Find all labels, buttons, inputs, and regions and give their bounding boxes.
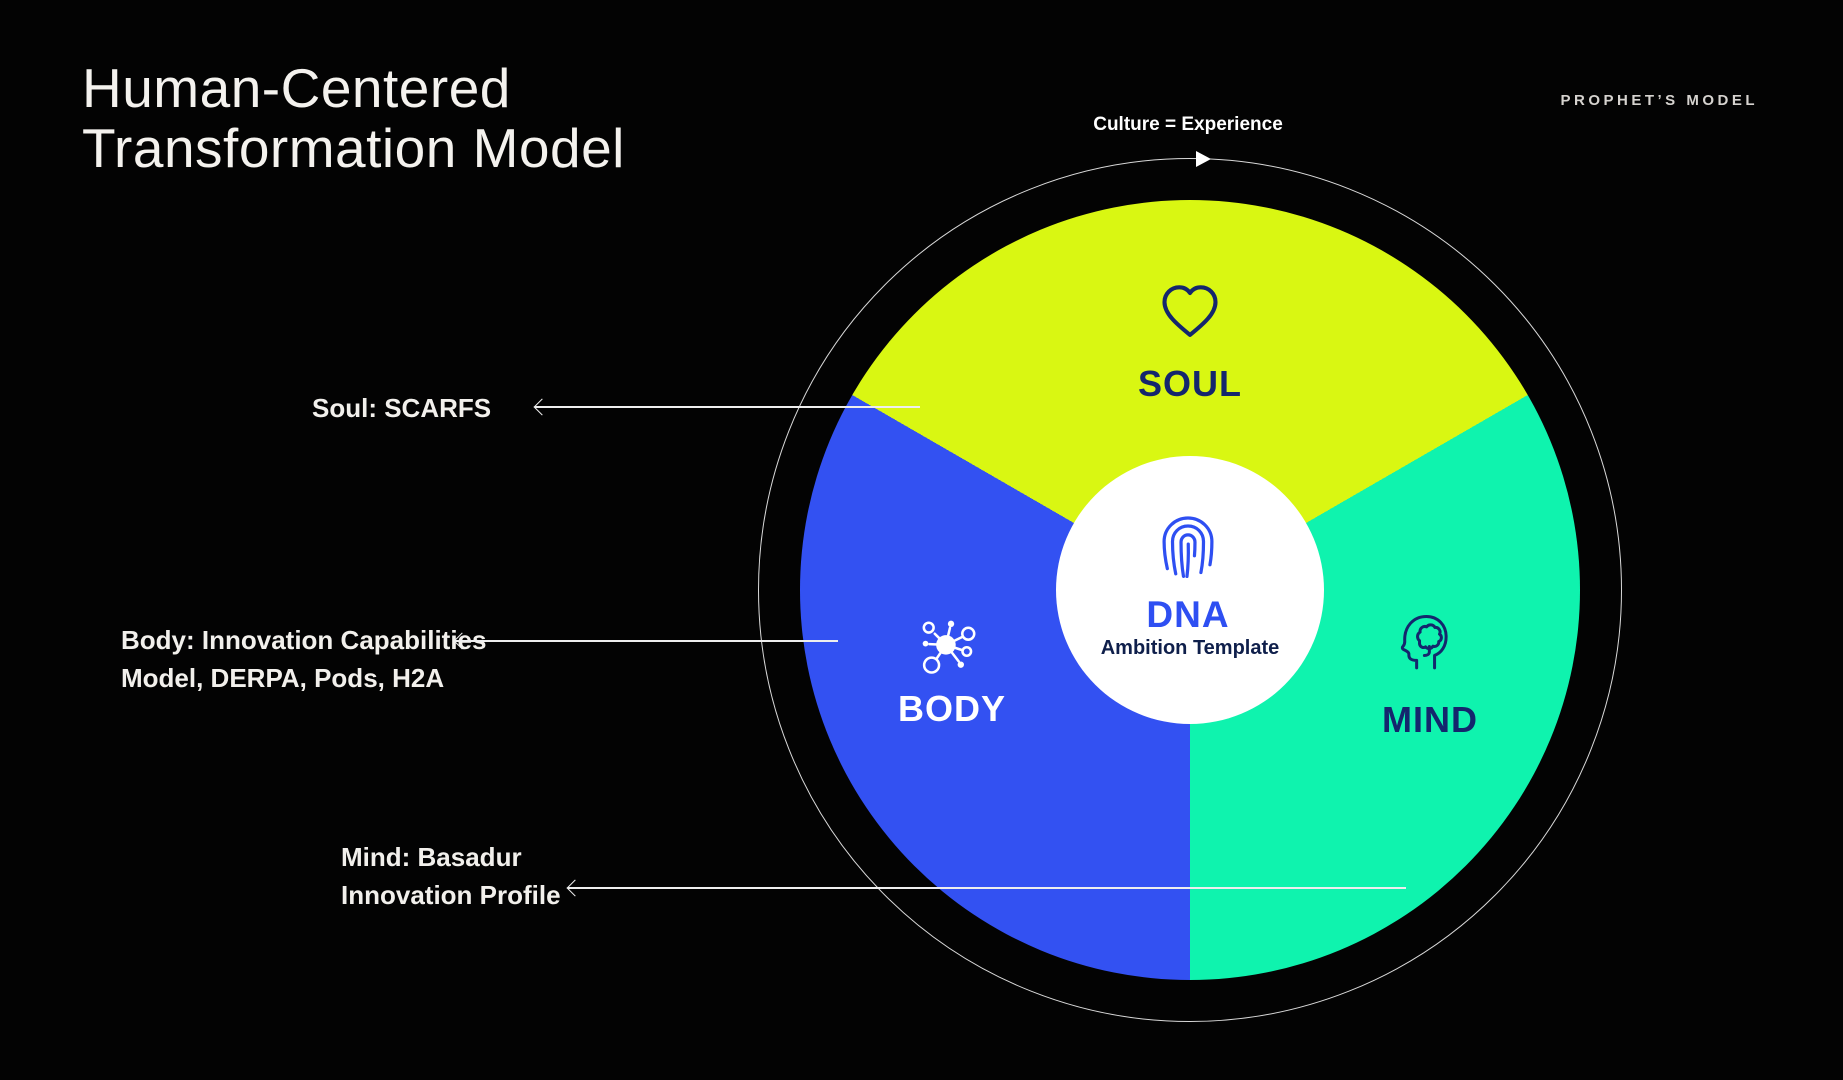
sector-label-body: BODY [897, 688, 1007, 729]
brand-label: PROPHET’S MODEL [1560, 92, 1758, 109]
orbit-label: Culture = Experience [1093, 114, 1283, 135]
annotation-arrow-mind [568, 887, 1406, 889]
annotation-body: Body: Innovation Capabilities Model, DER… [121, 621, 486, 697]
annotation-arrow-body [455, 640, 838, 642]
sector-label-soul: SOUL [1137, 363, 1243, 404]
center-subtitle: Ambition Template [1100, 637, 1280, 659]
annotation-soul: Soul: SCARFS [312, 393, 492, 423]
network-icon [922, 620, 976, 674]
annotation-body-line2: Model, DERPA, Pods, H2A [121, 663, 445, 693]
heart-icon [1162, 285, 1218, 337]
head-brain-icon [1400, 614, 1448, 670]
annotation-arrow-soul [535, 406, 920, 408]
orbit-ring [758, 158, 1622, 1022]
annotation-mind-line2: Innovation Profile [341, 880, 561, 910]
center-title: DNA [1146, 594, 1230, 635]
center-circle [1056, 456, 1324, 724]
sector-label-mind: MIND [1382, 699, 1478, 740]
annotation-body-line1: Body: Innovation Capabilities [121, 625, 487, 655]
fingerprint-icon [1162, 516, 1214, 579]
page-title-line1: Human-Centered [82, 57, 511, 119]
page-title: Human-Centered Transformation Model [82, 58, 625, 178]
page-title-line2: Transformation Model [82, 117, 625, 179]
annotation-mind-line1: Mind: Basadur [341, 842, 522, 872]
orbit-arrowhead-icon [1196, 151, 1211, 167]
annotation-mind: Mind: Basadur Innovation Profile [341, 838, 561, 914]
